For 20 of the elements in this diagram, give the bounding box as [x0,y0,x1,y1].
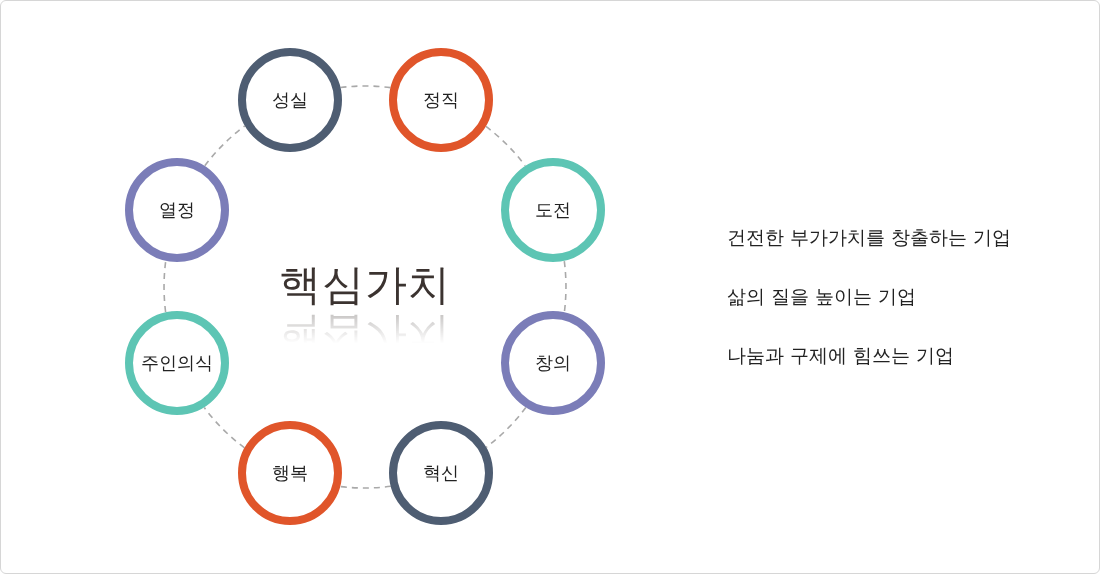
dashed-arc-line [485,406,527,449]
value-circle: 혁신 [389,421,493,525]
dashed-arc-line [163,260,167,313]
statement-text: 나눔과 구제에 힘쓰는 기업 [727,343,955,368]
value-circle: 정직 [389,48,493,152]
value-circle: 주인의식 [125,311,229,415]
dashed-arc-line [339,485,392,489]
value-circle: 성실 [238,48,342,152]
dashed-arc-line [203,406,246,449]
statement-text: 삶의 질을 높이는 기업 [727,284,917,309]
statement-text: 건전한 부가가치를 창출하는 기업 [727,225,1012,250]
value-circle: 열정 [125,158,229,262]
center-title: 핵심가치 [279,259,451,311]
dashed-arc-line [339,85,392,89]
dashed-arc-line [485,125,526,167]
value-circle: 도전 [501,158,605,262]
value-circle: 창의 [501,311,605,415]
dashed-arc-line [563,260,567,313]
dashed-arc-line [204,125,246,167]
value-circle: 행복 [238,421,342,525]
